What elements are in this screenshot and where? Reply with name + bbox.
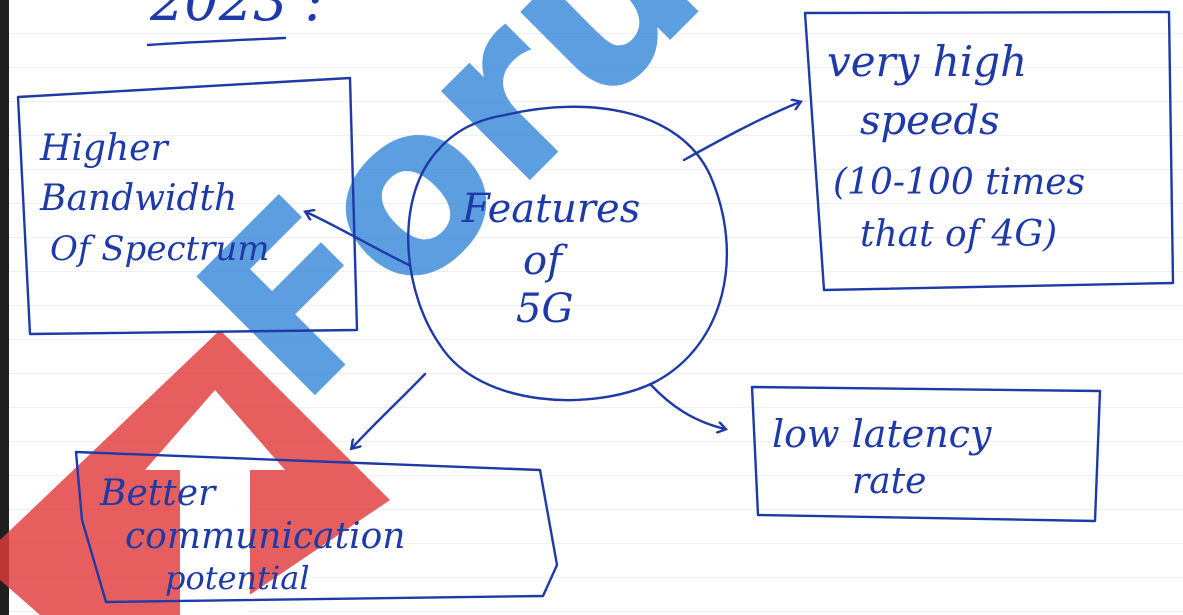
bandwidth-box — [16, 76, 359, 336]
latency-line2: rate — [852, 461, 927, 502]
arrow-to-communication — [352, 372, 427, 448]
communication-line1: Better — [100, 473, 216, 514]
communication-box — [74, 450, 559, 604]
center-label-line3: 5G — [516, 286, 574, 332]
watermark-emblem — [0, 330, 390, 615]
arrow-to-bandwidth — [306, 212, 411, 267]
arrow-to-latency — [649, 383, 725, 429]
communication-line3: potential — [165, 559, 310, 597]
arrow-up-emblem-icon — [145, 390, 285, 615]
speed-box — [803, 10, 1175, 292]
speed-line4: that of 4G) — [860, 214, 1058, 255]
center-oval — [407, 105, 728, 402]
heading-underline — [146, 36, 287, 47]
communication-line2: communication — [125, 516, 406, 557]
heading-fragment: 2023 : — [150, 0, 323, 33]
center-label-line2: of — [523, 238, 562, 284]
speed-line1: very high — [827, 37, 1028, 86]
bandwidth-line2: Bandwidth — [40, 178, 238, 219]
speed-line2: speeds — [860, 98, 1000, 144]
latency-box — [750, 385, 1102, 523]
bandwidth-line3: Of Spectrum — [50, 229, 270, 269]
center-label-line1: Features — [462, 186, 641, 232]
speed-line3: (10-100 times — [833, 162, 1086, 203]
bandwidth-line1: Higher — [40, 128, 168, 169]
page-margin-border — [0, 0, 9, 615]
latency-line1: low latency — [772, 412, 992, 456]
arrow-to-speed — [682, 102, 800, 162]
